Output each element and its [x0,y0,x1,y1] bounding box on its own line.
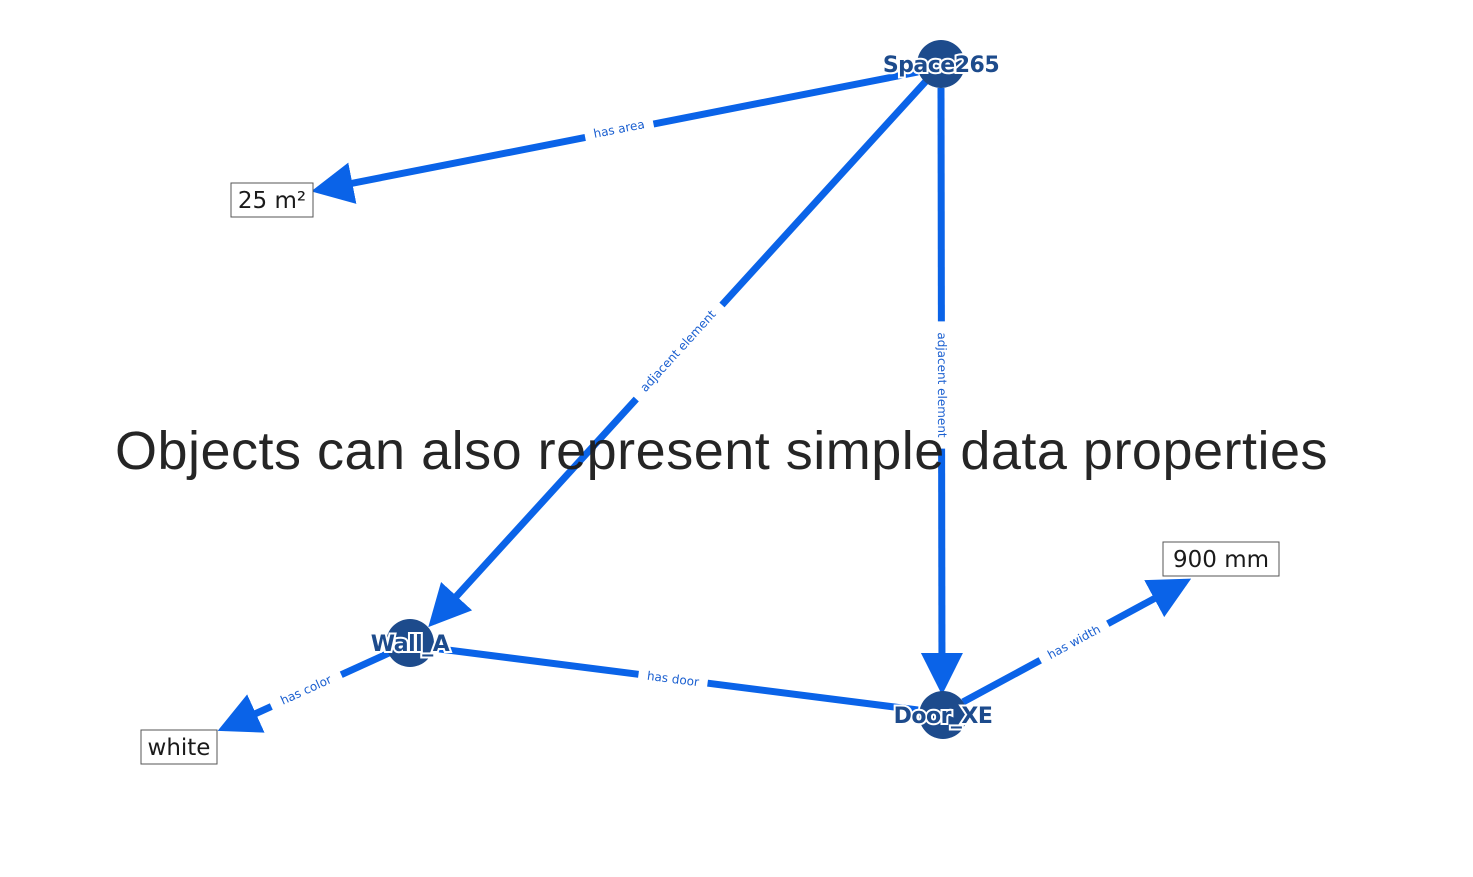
literal-box[interactable] [230,182,314,218]
literal-box[interactable] [1162,541,1280,577]
edge-has-area-space-area: has area [311,68,919,204]
edge-label-background [932,321,952,449]
node-label: Door_XE [894,704,993,729]
edges-layer: has area adjacent element adjacent element… [217,68,1192,733]
literal-value: 25 m² [238,188,306,214]
edge-label: has door [646,669,700,690]
caption-text: Objects can also represent simple data p… [114,421,1329,481]
node-width[interactable]: 900 mm [1162,541,1280,577]
node-area[interactable]: 25 m² [230,182,314,218]
edge-label-group: has color [267,665,345,715]
edge-has-width-door-width: has width [961,578,1192,706]
node-circle[interactable] [919,691,967,739]
edge-label-group: adjacent element [932,321,952,449]
edge-has-color-wall-color: has color [217,649,391,733]
edge-label-group: has area [583,113,655,145]
node-circle[interactable] [917,40,965,88]
node-label: Wall_A [371,632,450,657]
edge-label: adjacent element [935,332,949,438]
edge-label-group: has door [637,665,709,693]
edge-label-group: has width [1035,615,1113,669]
edge-adjacent-element-space-door: adjacent element [920,87,963,695]
edge-has-door-wall-door: has door [431,644,919,714]
edge-label-background [1035,615,1113,669]
literal-value: white [148,735,211,761]
node-wall[interactable]: Wall_A [369,619,452,667]
literal-value: 900 mm [1173,547,1269,573]
edge-label-background [583,113,655,145]
edge-label-background [267,665,345,715]
edge-label: adjacent element [637,307,718,394]
node-color[interactable]: white [140,729,218,765]
literal-box[interactable] [140,729,218,765]
edge-label-background [628,297,728,405]
node-space[interactable]: Space265 [881,40,1002,88]
node-circle[interactable] [386,619,434,667]
edge-label-background [637,665,709,693]
edge-adjacent-element-space-wall: adjacent element [428,77,930,628]
node-door[interactable]: Door_XE [892,691,995,739]
edge-label: has width [1045,622,1103,662]
edge-label-group: adjacent element [628,297,728,405]
node-label: Space265 [883,53,999,78]
